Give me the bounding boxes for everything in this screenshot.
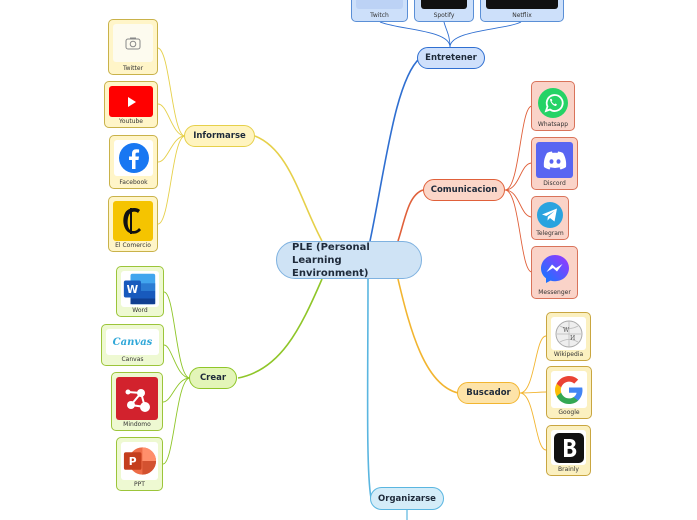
card-facebook[interactable]: Facebook <box>109 135 158 189</box>
card-twitter[interactable]: Twitter <box>108 19 158 75</box>
card-label: Brainly <box>558 466 579 473</box>
card-label: PPT <box>134 481 145 488</box>
mindomo-icon <box>116 377 158 420</box>
twitch-icon <box>356 0 403 9</box>
card-discord[interactable]: Discord <box>531 137 578 190</box>
entretener-child-links <box>379 21 522 48</box>
card-spotify[interactable]: Spotify <box>414 0 474 22</box>
link-organizarse <box>366 278 372 499</box>
card-label: Twitter <box>122 65 144 72</box>
card-canvas[interactable]: Canvas Canvas <box>101 324 164 366</box>
card-messenger[interactable]: Messenger <box>531 246 578 299</box>
comunicacion-child-links <box>504 105 533 273</box>
card-google[interactable]: Google <box>546 366 592 419</box>
netflix-icon <box>486 0 558 9</box>
branch-organizarse[interactable]: Organizarse <box>370 487 444 510</box>
telegram-icon <box>536 201 564 229</box>
card-netflix[interactable]: Netflix <box>480 0 564 22</box>
facebook-icon <box>114 140 153 176</box>
card-label: Messenger <box>538 289 571 296</box>
card-word[interactable]: W Word <box>116 266 164 317</box>
card-mindomo[interactable]: Mindomo <box>111 372 163 431</box>
whatsapp-icon <box>536 86 570 120</box>
card-label: Wikipedia <box>553 351 584 358</box>
card-telegram[interactable]: Telegram <box>531 196 569 240</box>
youtube-icon <box>109 86 153 117</box>
card-label: Netflix <box>512 12 532 19</box>
card-label: Mindomo <box>123 421 151 428</box>
card-label: Spotify <box>433 12 455 19</box>
svg-text:W: W <box>563 327 570 334</box>
discord-icon <box>536 142 573 178</box>
card-twitch[interactable]: Twitch <box>351 0 408 22</box>
branch-crear[interactable]: Crear <box>189 367 237 389</box>
powerpoint-icon: P <box>121 442 158 480</box>
card-youtube[interactable]: Youtube <box>104 81 158 128</box>
spotify-icon <box>421 0 467 9</box>
twitter-icon <box>113 24 153 62</box>
svg-text:P: P <box>129 455 137 468</box>
card-label: Discord <box>543 180 566 187</box>
branch-entretener[interactable]: Entretener <box>417 47 485 69</box>
google-icon <box>551 371 587 408</box>
svg-text:W: W <box>127 284 139 296</box>
link-crear <box>237 278 323 379</box>
crear-child-links <box>162 291 191 465</box>
card-label: Facebook <box>119 179 148 186</box>
card-label: Whatsapp <box>537 121 569 128</box>
card-ppt[interactable]: P PPT <box>116 437 163 491</box>
messenger-icon <box>536 251 573 287</box>
central-topic[interactable]: PLE (Personal Learning Environment) <box>276 241 422 279</box>
canvas-logo: Canvas <box>112 336 153 348</box>
canvas-icon: Canvas <box>106 329 159 355</box>
brainly-icon <box>551 430 586 465</box>
card-label: Twitch <box>370 12 389 19</box>
card-label: El Comercio <box>115 242 151 249</box>
buscador-child-links <box>519 335 547 451</box>
card-label: Google <box>558 409 580 416</box>
link-informarse <box>254 135 323 242</box>
informarse-child-links <box>157 47 186 225</box>
link-entretener <box>369 57 421 242</box>
card-label: Word <box>132 307 148 314</box>
link-comunicacion <box>397 189 424 242</box>
card-label: Canvas <box>121 356 144 363</box>
word-icon: W <box>121 271 159 307</box>
card-brainly[interactable]: Brainly <box>546 425 591 476</box>
link-buscador <box>397 278 459 394</box>
el-comercio-icon <box>113 201 153 241</box>
branch-informarse[interactable]: Informarse <box>184 125 255 147</box>
branch-buscador[interactable]: Buscador <box>457 382 520 404</box>
card-whatsapp[interactable]: Whatsapp <box>531 81 575 131</box>
card-label: Youtube <box>119 118 143 125</box>
svg-text:И: И <box>570 335 575 342</box>
branch-comunicacion[interactable]: Comunicacion <box>423 179 505 201</box>
card-label: Telegram <box>536 230 564 237</box>
card-el-comercio[interactable]: El Comercio <box>108 196 158 252</box>
